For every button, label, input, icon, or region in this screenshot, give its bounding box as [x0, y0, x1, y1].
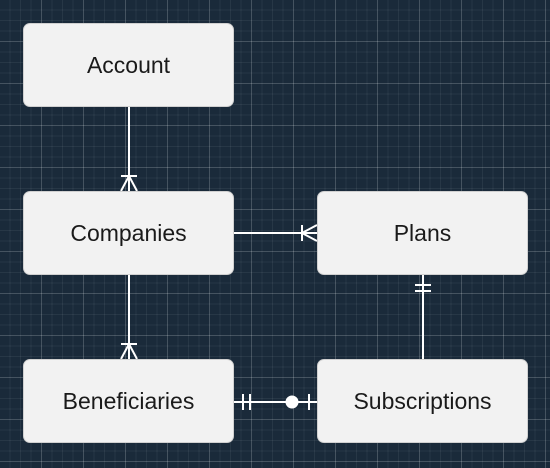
entity-label-subscriptions: Subscriptions [353, 387, 492, 414]
edge-subscriptions-plans [415, 275, 431, 359]
entity-label-account: Account [86, 51, 171, 78]
entity-plans[interactable]: Plans [317, 191, 528, 275]
edge-companies-plans [234, 224, 318, 242]
entity-beneficiaries[interactable]: Beneficiaries [23, 359, 234, 443]
edge-companies-beneficiaries [120, 275, 138, 360]
entity-companies[interactable]: Companies [23, 191, 234, 275]
edge-account-companies [120, 107, 138, 192]
entity-subscriptions[interactable]: Subscriptions [317, 359, 528, 443]
edge-beneficiaries-subscriptions [234, 394, 317, 410]
entity-account[interactable]: Account [23, 23, 234, 107]
entity-label-companies: Companies [70, 219, 187, 246]
entity-label-plans: Plans [393, 219, 452, 246]
entity-label-beneficiaries: Beneficiaries [62, 387, 195, 414]
